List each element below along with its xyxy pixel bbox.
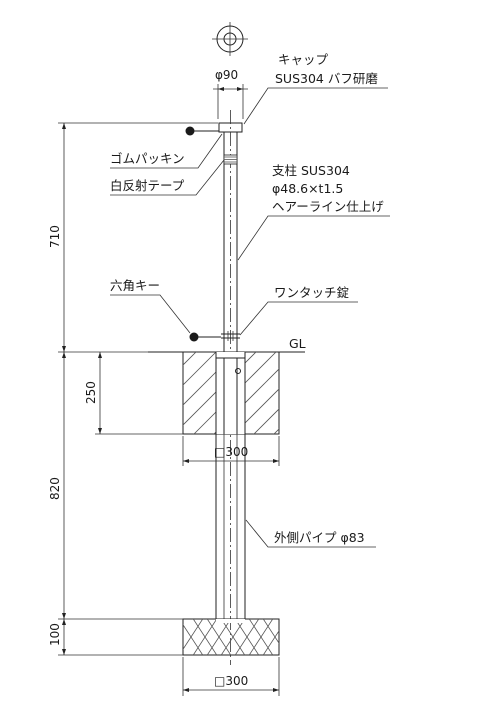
cap-diameter-label: φ90: [215, 68, 238, 82]
vertical-dimension-lines: [58, 122, 218, 656]
upper-block-width-label: □300: [214, 445, 248, 459]
cap: [213, 84, 248, 133]
upper-foundation-block: [182, 351, 280, 435]
rubber-packing-leader: [110, 133, 223, 169]
rubber-packing-label: ゴムパッキン: [110, 151, 185, 166]
ground-level-label: GL: [289, 336, 306, 351]
above-ground-height-label: 710: [48, 225, 62, 248]
outer-pipe-leader: [245, 519, 376, 548]
hex-key-upper: [185, 126, 219, 136]
hex-key-leader: [110, 294, 191, 334]
one-touch-lock: [221, 331, 240, 341]
hex-key-lower: [189, 332, 221, 342]
one-touch-lock-label: ワンタッチ錠: [274, 285, 350, 300]
reflective-tape-band: [223, 154, 238, 165]
base-foundation-block: [182, 618, 280, 656]
embed-depth-label: 820: [48, 477, 62, 500]
post-name-label: 支柱 SUS304: [272, 163, 350, 178]
outer-pipe-label: 外側パイプ φ83: [274, 530, 365, 545]
upper-block-width-dimension: [182, 436, 280, 466]
cap-material-label: SUS304 バフ研磨: [275, 71, 378, 86]
hex-key-label: 六角キー: [110, 278, 160, 293]
cap-name-label: キャップ: [278, 52, 329, 67]
reflective-tape-label: 白反射テープ: [110, 178, 185, 193]
cap-leader: [243, 87, 388, 125]
post-leader: [237, 215, 390, 261]
base-block-width-dimension: [182, 657, 280, 696]
reflective-tape-leader: [110, 159, 225, 196]
post-finish-label: ヘアーライン仕上げ: [272, 199, 384, 214]
base-block-height-label: 100: [48, 623, 62, 646]
post-size-label: φ48.6×t1.5: [272, 181, 343, 196]
top-block-height-label: 250: [84, 381, 98, 404]
one-touch-lock-leader: [239, 301, 358, 336]
top-view-symbol: [212, 22, 248, 56]
base-block-width-label: □300: [214, 674, 248, 688]
outer-pipe: [215, 434, 246, 619]
